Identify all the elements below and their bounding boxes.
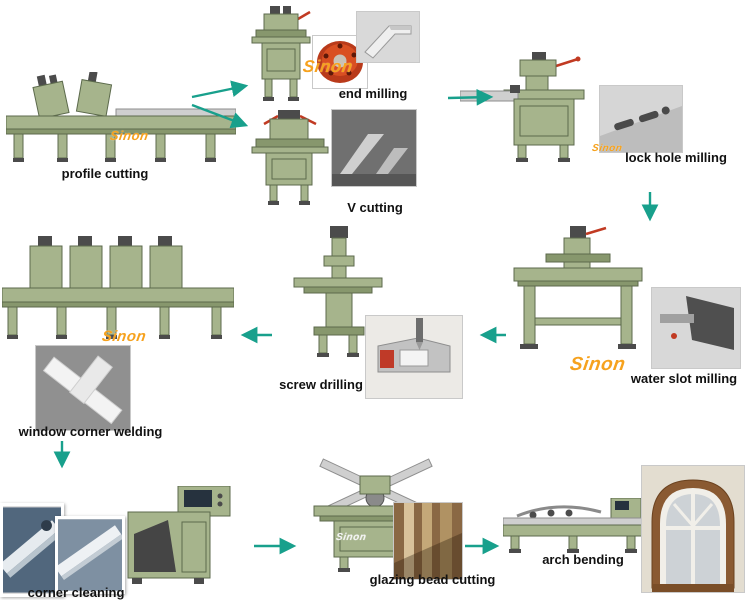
photo-water-slot-detail [652, 288, 740, 368]
label-v-cutting: V cutting [347, 200, 403, 215]
label-arch-bending: arch bending [542, 552, 624, 567]
machine-arch-bending [503, 498, 645, 554]
photo-welded-corner [36, 346, 130, 430]
photo-lock-holes [600, 86, 682, 152]
photo-milled-profile [357, 12, 419, 62]
photo-corner-cleaning-1 [0, 503, 64, 597]
photo-end-mill-cutter [313, 36, 367, 88]
label-water-slot-milling: water slot milling [630, 371, 738, 386]
machine-water-slot-milling [506, 226, 650, 360]
label-glazing-bead-cutting: glazing bead cutting [369, 572, 496, 587]
label-end-milling: end milling [338, 86, 408, 101]
label-profile-cutting: profile cutting [61, 166, 149, 181]
photo-glazing-bead-detail [394, 503, 462, 579]
label-window-corner-welding: window corner welding [18, 424, 163, 439]
photo-corner-cleaning-2 [55, 516, 125, 594]
label-lock-hole-milling: lock hole milling [625, 150, 727, 165]
photo-screw-drilling-detail [366, 316, 462, 398]
label-corner-cleaning: corner cleaning [27, 585, 125, 600]
machine-lock-hole-milling [460, 52, 596, 164]
label-screw-drilling: screw drilling [279, 377, 363, 392]
machine-window-corner-welding [2, 236, 234, 342]
machine-corner-cleaning [126, 486, 242, 596]
machine-profile-cutting [6, 72, 236, 164]
photo-v-cut-detail [332, 110, 416, 186]
photo-arched-window [642, 466, 744, 592]
machine-end-milling [250, 6, 312, 102]
machine-v-cutting [250, 110, 330, 205]
machine-screw-drilling [286, 226, 388, 368]
